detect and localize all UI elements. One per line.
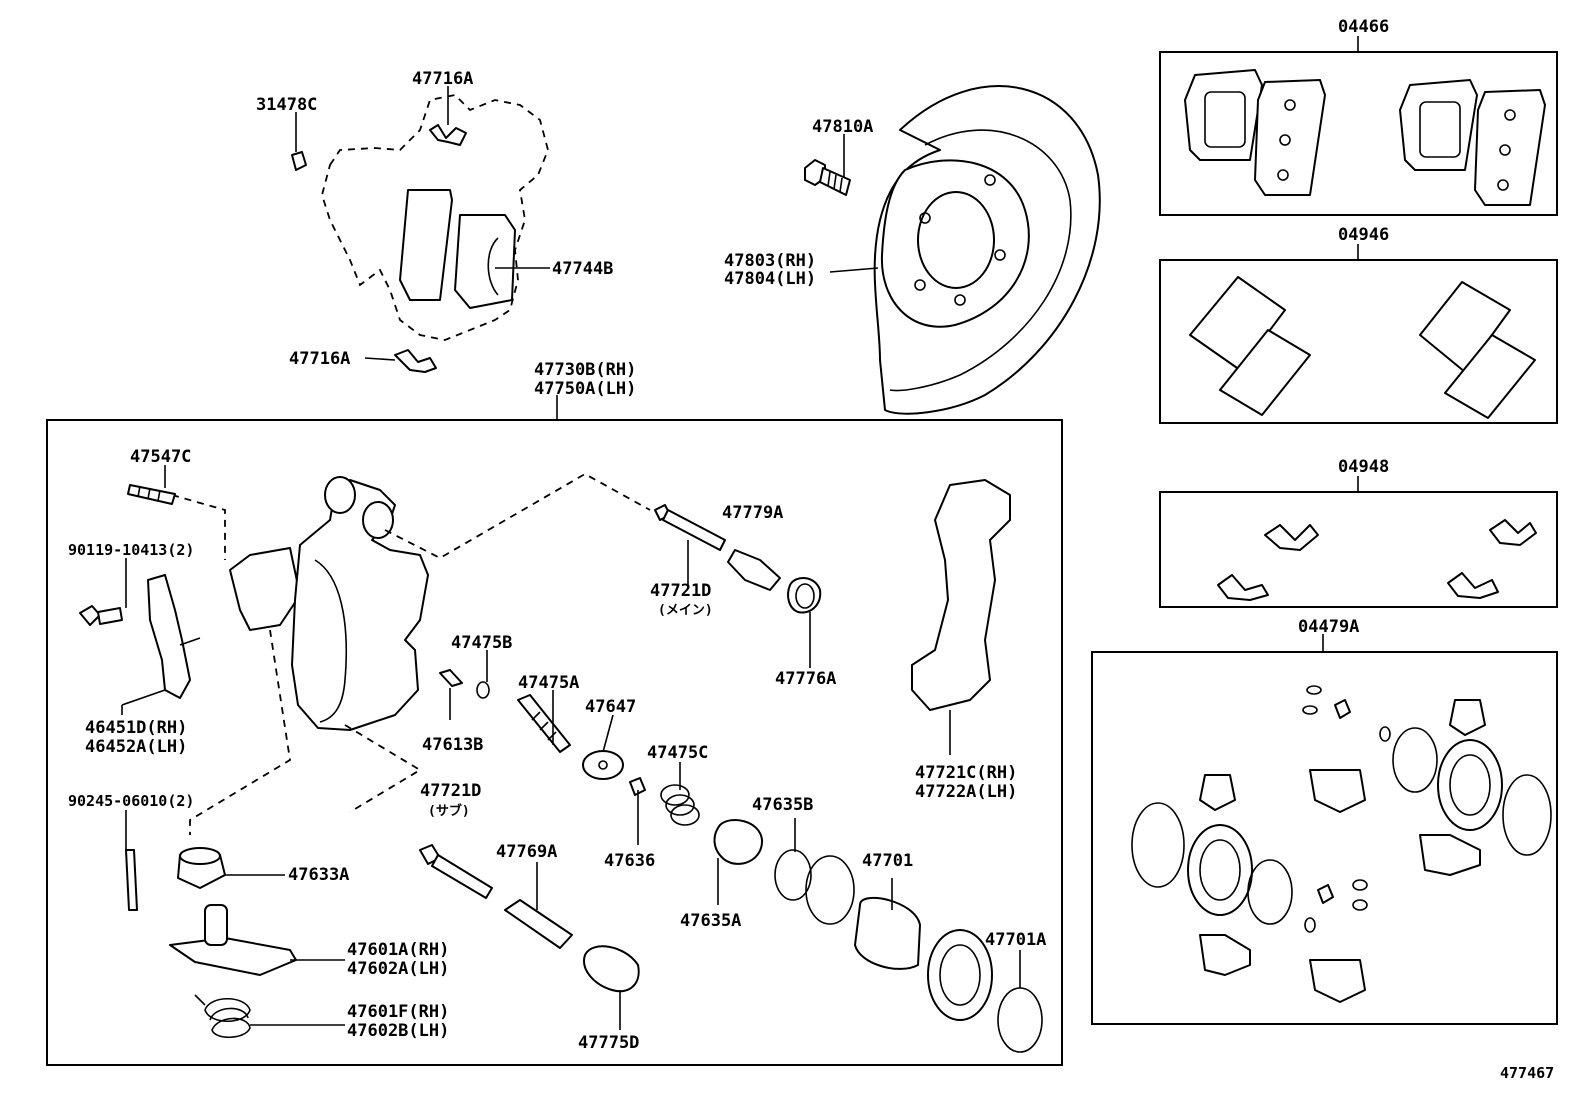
slide-pin-icon-47721D-main bbox=[654, 504, 726, 551]
label-47722A: 47722A(LH) bbox=[915, 782, 1017, 802]
torque-plate-icon-47721C bbox=[911, 479, 1011, 711]
label-47779A: 47779A bbox=[722, 503, 783, 523]
anti-squeal-shim-icons bbox=[1189, 276, 1536, 419]
label-sub-note: (サブ) bbox=[428, 803, 470, 819]
diagram-id: 477467 bbox=[1500, 1064, 1554, 1082]
dust-cover-icon bbox=[873, 85, 1101, 415]
label-47730B: 47730B(RH) bbox=[534, 360, 636, 380]
spring-icon-47475C bbox=[660, 784, 700, 826]
boot-icon-47775D bbox=[583, 945, 640, 993]
label-main-note: (メイン) bbox=[658, 603, 713, 618]
label-47750A: 47750A(LH) bbox=[534, 379, 636, 399]
bleeder-plug-icon-47547C bbox=[127, 484, 176, 505]
bushing-icon-47769A bbox=[504, 899, 573, 949]
caliper-hardware-dashed-leaders bbox=[171, 472, 651, 835]
pad-support-clip-icons bbox=[1217, 519, 1537, 601]
label-04946: 04946 bbox=[1338, 225, 1389, 245]
bushing-icon-47779A bbox=[727, 549, 781, 591]
label-47804: 47804(LH) bbox=[724, 269, 816, 289]
label-47475B: 47475B bbox=[451, 633, 512, 653]
label-47701: 47701 bbox=[862, 851, 913, 871]
parking-lever-icon bbox=[147, 574, 201, 699]
boot-icon-47776A bbox=[787, 577, 822, 614]
label-47602B: 47602B(LH) bbox=[347, 1021, 449, 1041]
spring-holder-icon-47647 bbox=[582, 750, 624, 780]
label-04479A: 04479A bbox=[1298, 617, 1359, 637]
label-47633A: 47633A bbox=[288, 865, 349, 885]
label-47601F: 47601F(RH) bbox=[347, 1002, 449, 1022]
plug-icon-47613B bbox=[439, 669, 463, 687]
label-47803: 47803(RH) bbox=[724, 251, 816, 271]
label-46452A: 46452A(LH) bbox=[85, 737, 187, 757]
part-labels: 31478C 47716A 47744B 47716A 47810A 47803… bbox=[68, 17, 1554, 1082]
label-47775D: 47775D bbox=[578, 1033, 639, 1053]
caliper-housing-icon bbox=[229, 476, 429, 731]
caliper-assembly-box bbox=[46, 419, 1063, 1066]
pad-clip-icon bbox=[394, 124, 467, 373]
label-47475C: 47475C bbox=[647, 743, 708, 763]
slide-pin-icon-47721D-sub bbox=[419, 844, 493, 899]
leader-lines bbox=[121, 86, 1021, 1030]
bolt-icon-47810A bbox=[804, 159, 851, 196]
label-90245: 90245-06010(2) bbox=[68, 792, 194, 810]
label-47810A: 47810A bbox=[812, 117, 873, 137]
label-47475A: 47475A bbox=[518, 673, 579, 693]
caliper-assembly-illustration bbox=[291, 94, 549, 341]
label-47701A: 47701A bbox=[985, 930, 1046, 950]
label-47647: 47647 bbox=[585, 697, 636, 717]
return-spring-icon-47601F bbox=[194, 994, 251, 1039]
seal-kit-icons bbox=[1131, 685, 1552, 1003]
label-04466: 04466 bbox=[1338, 17, 1389, 37]
pin-icon-90245 bbox=[125, 849, 138, 911]
label-90119: 90119-10413(2) bbox=[68, 541, 194, 559]
boot-icon-47633A bbox=[177, 847, 226, 889]
label-47721C: 47721C(RH) bbox=[915, 763, 1017, 783]
label-47721D-main: 47721D bbox=[650, 581, 711, 601]
label-47721D-sub: 47721D bbox=[420, 781, 481, 801]
label-47601A: 47601A(RH) bbox=[347, 940, 449, 960]
bolt-icon-90119 bbox=[79, 605, 123, 626]
label-47635B: 47635B bbox=[752, 795, 813, 815]
label-47769A: 47769A bbox=[496, 842, 557, 862]
stopper-icon-47636 bbox=[629, 777, 646, 796]
parking-cam-icon-47601A bbox=[169, 904, 297, 976]
label-31478C: 31478C bbox=[256, 95, 317, 115]
ring-icon-47475B bbox=[476, 681, 490, 699]
label-47776A: 47776A bbox=[775, 669, 836, 689]
piston-icon-47701A bbox=[927, 929, 1043, 1053]
seal-kit-box-04479A bbox=[1091, 651, 1558, 1025]
piston-seal-icon-47701 bbox=[805, 855, 921, 970]
label-47716A-bottom: 47716A bbox=[289, 349, 350, 369]
label-04948: 04948 bbox=[1338, 457, 1389, 477]
snap-ring-icon-47635B bbox=[774, 849, 812, 901]
bearing-icon-47635A bbox=[713, 819, 764, 865]
label-46451D: 46451D(RH) bbox=[85, 718, 187, 738]
label-47744B: 47744B bbox=[552, 259, 613, 279]
label-47602A: 47602A(LH) bbox=[347, 959, 449, 979]
adjuster-screw-icon-47475A bbox=[517, 694, 571, 753]
label-47636: 47636 bbox=[604, 851, 655, 871]
label-47716A-top: 47716A bbox=[412, 69, 473, 89]
brake-pad-icons bbox=[1184, 69, 1546, 206]
label-47635A: 47635A bbox=[680, 911, 741, 931]
label-47613B: 47613B bbox=[422, 735, 483, 755]
label-47547C: 47547C bbox=[130, 447, 191, 467]
